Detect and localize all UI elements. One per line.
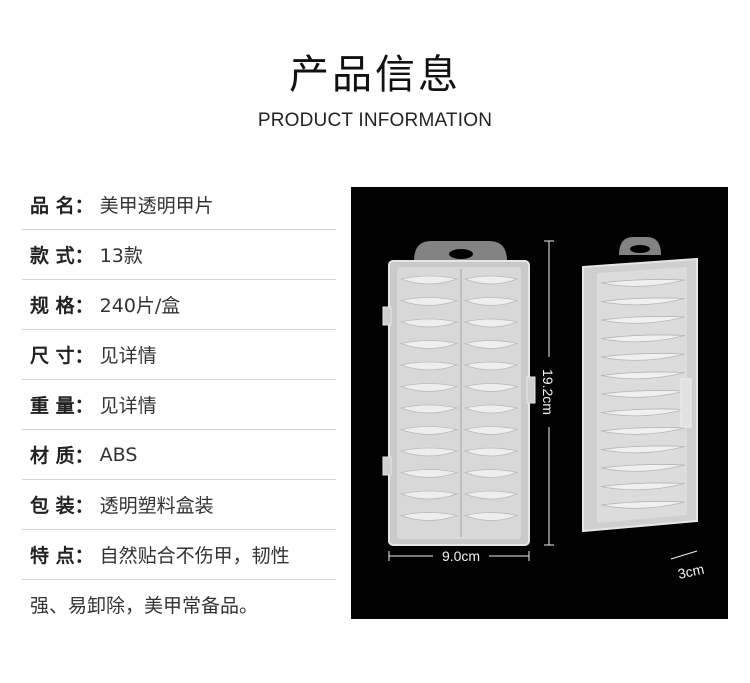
nail-tip <box>399 490 459 500</box>
nail-tip <box>463 469 519 478</box>
box-side-view <box>582 237 698 533</box>
nail-tip <box>463 361 519 371</box>
spec-value: 见详情 <box>99 395 157 417</box>
spec-value: 240片/盒 <box>99 295 181 317</box>
spec-row-size: 尺 寸：见详情 <box>22 330 336 380</box>
nail-tip <box>463 340 519 349</box>
spec-key: 材 质 <box>30 445 75 467</box>
spec-row-features: 特 点：自然贴合不伤甲，韧性 <box>22 530 336 580</box>
spec-key: 特 点 <box>30 545 75 567</box>
nail-tip <box>399 512 459 521</box>
spec-key: 规 格 <box>30 295 75 317</box>
spec-key: 重 量 <box>30 395 75 417</box>
nail-tip <box>600 316 686 324</box>
box-front-view <box>382 241 536 546</box>
spec-value: 自然贴合不伤甲，韧性 <box>99 545 290 567</box>
nail-tip <box>399 275 459 285</box>
nail-tip <box>600 501 686 509</box>
nail-tip <box>600 353 686 361</box>
spec-row-name: 品 名：美甲透明甲片 <box>22 180 336 230</box>
spec-separator: ： <box>74 195 94 217</box>
dimension-depth: 3cm <box>670 550 705 582</box>
spec-value: 见详情 <box>99 345 157 367</box>
nail-tip <box>600 445 686 454</box>
nail-tip <box>399 469 459 478</box>
nail-tip <box>600 371 686 380</box>
depth-label: 3cm <box>676 561 705 582</box>
spec-key: 尺 寸 <box>30 345 75 367</box>
nail-tip <box>399 447 459 457</box>
nail-tip <box>600 482 686 491</box>
nail-tip <box>463 404 519 414</box>
nail-tip <box>463 512 519 521</box>
spec-value: 13款 <box>99 245 143 267</box>
spec-table: 品 名：美甲透明甲片 款 式：13款 规 格：240片/盒 尺 寸：见详情 重 … <box>22 180 336 629</box>
page-subtitle: PRODUCT INFORMATION <box>257 110 493 131</box>
spec-separator: ： <box>74 445 94 467</box>
spec-row-material: 材 质：ABS <box>22 430 336 480</box>
spec-row-packaging: 包 装：透明塑料盒装 <box>22 480 336 530</box>
spec-separator: ： <box>74 545 94 567</box>
spec-key: 包 装 <box>30 495 75 517</box>
nail-tip <box>600 427 686 435</box>
nail-tip <box>399 426 459 435</box>
spec-row-weight: 重 量：见详情 <box>22 380 336 430</box>
spec-key: 品 名 <box>30 195 75 217</box>
nail-tip <box>399 297 459 306</box>
nail-tip <box>463 318 519 328</box>
nail-tip <box>399 361 459 371</box>
width-label: 9.0cm <box>442 548 480 564</box>
spec-value-continued: 强、易卸除，美甲常备品。 <box>30 595 259 617</box>
nail-tip <box>399 383 459 392</box>
nail-tip <box>600 297 686 306</box>
spec-separator: ： <box>74 295 94 317</box>
nail-tip <box>399 340 459 349</box>
nail-tip <box>463 490 519 500</box>
nail-tip <box>600 279 686 287</box>
nail-tip <box>463 275 519 285</box>
spec-row-spec: 规 格：240片/盒 <box>22 280 336 330</box>
nail-tip <box>600 334 686 343</box>
dimension-width: 9.0cm <box>388 547 530 565</box>
product-photo-illustration: 19.2cm 9.0cm 3cm <box>382 237 705 582</box>
height-label: 19.2cm <box>540 369 556 415</box>
spec-features-continuation: 强、易卸除，美甲常备品。 <box>22 580 336 629</box>
nail-tip <box>463 447 519 457</box>
nail-tip <box>463 297 519 306</box>
nail-tip <box>463 383 519 392</box>
spec-row-style: 款 式：13款 <box>22 230 336 280</box>
nail-tip <box>600 464 686 472</box>
spec-value: 美甲透明甲片 <box>99 195 214 217</box>
spec-separator: ： <box>74 245 94 267</box>
nail-tip <box>463 426 519 435</box>
spec-separator: ： <box>74 395 94 417</box>
nail-tip <box>399 318 459 328</box>
spec-key: 款 式 <box>30 245 75 267</box>
spec-separator: ： <box>74 345 94 367</box>
spec-separator: ： <box>74 495 94 517</box>
product-photo: 19.2cm 9.0cm 3cm <box>351 187 728 619</box>
dimension-height: 19.2cm <box>540 240 557 546</box>
page-title: 产品信息 <box>289 52 461 98</box>
spec-value: ABS <box>99 443 138 466</box>
nail-tip <box>399 404 459 414</box>
spec-value: 透明塑料盒装 <box>99 495 214 517</box>
